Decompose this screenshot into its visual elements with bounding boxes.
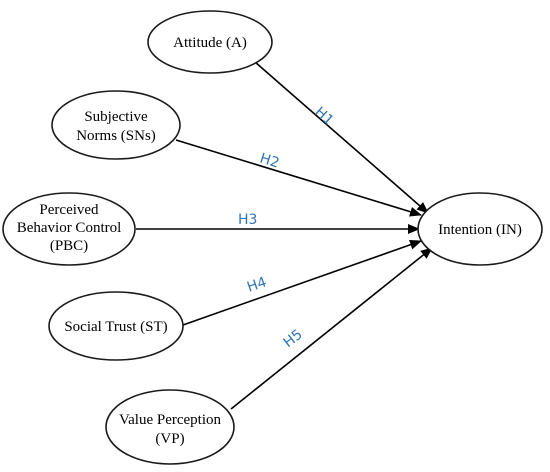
node-pbc-label-line2: Behavior Control [17, 220, 122, 236]
node-subjective-norms-label-line2: Norms (SNs) [76, 128, 156, 144]
node-social-trust: Social Trust (ST) [48, 291, 184, 361]
node-attitude-label: Attitude (A) [173, 35, 247, 51]
node-pbc-label-line1: Perceived [39, 202, 99, 218]
edge-label-h3: H3 [238, 212, 257, 228]
edge-label-h2: H2 [258, 151, 281, 172]
edges-group [136, 61, 433, 410]
node-pbc-shape [2, 192, 136, 266]
node-social-trust-label: Social Trust (ST) [64, 319, 167, 335]
node-subjective-norms-shape [51, 90, 181, 160]
node-value-perception-shape [105, 389, 235, 465]
edge-label-h1: H1 [311, 104, 336, 129]
edge-labels-group: H1 H2 H3 H4 H5 [238, 104, 336, 351]
node-attitude: Attitude (A) [147, 10, 273, 74]
node-subjective-norms: Subjective Norms (SNs) [51, 90, 181, 160]
node-intention: Intention (IN) [417, 192, 543, 266]
node-social-trust-shape [48, 291, 184, 361]
edge-h1 [254, 61, 429, 214]
node-subjective-norms-label-line1: Subjective [84, 109, 148, 125]
edge-label-h4: H4 [245, 274, 269, 295]
edge-label-h5: H5 [281, 327, 306, 352]
node-pbc: Perceived Behavior Control (PBC) [2, 192, 136, 266]
edge-h5 [230, 247, 433, 410]
node-value-perception-label-line1: Value Perception [119, 412, 222, 428]
node-attitude-shape [147, 10, 273, 74]
node-intention-label: Intention (IN) [438, 222, 522, 238]
node-pbc-label-line3: (PBC) [50, 238, 88, 254]
node-intention-shape [417, 192, 543, 266]
edge-h4 [182, 239, 422, 326]
node-value-perception: Value Perception (VP) [105, 389, 235, 465]
node-value-perception-label-line2: (VP) [155, 431, 184, 447]
edge-h2 [175, 139, 422, 217]
